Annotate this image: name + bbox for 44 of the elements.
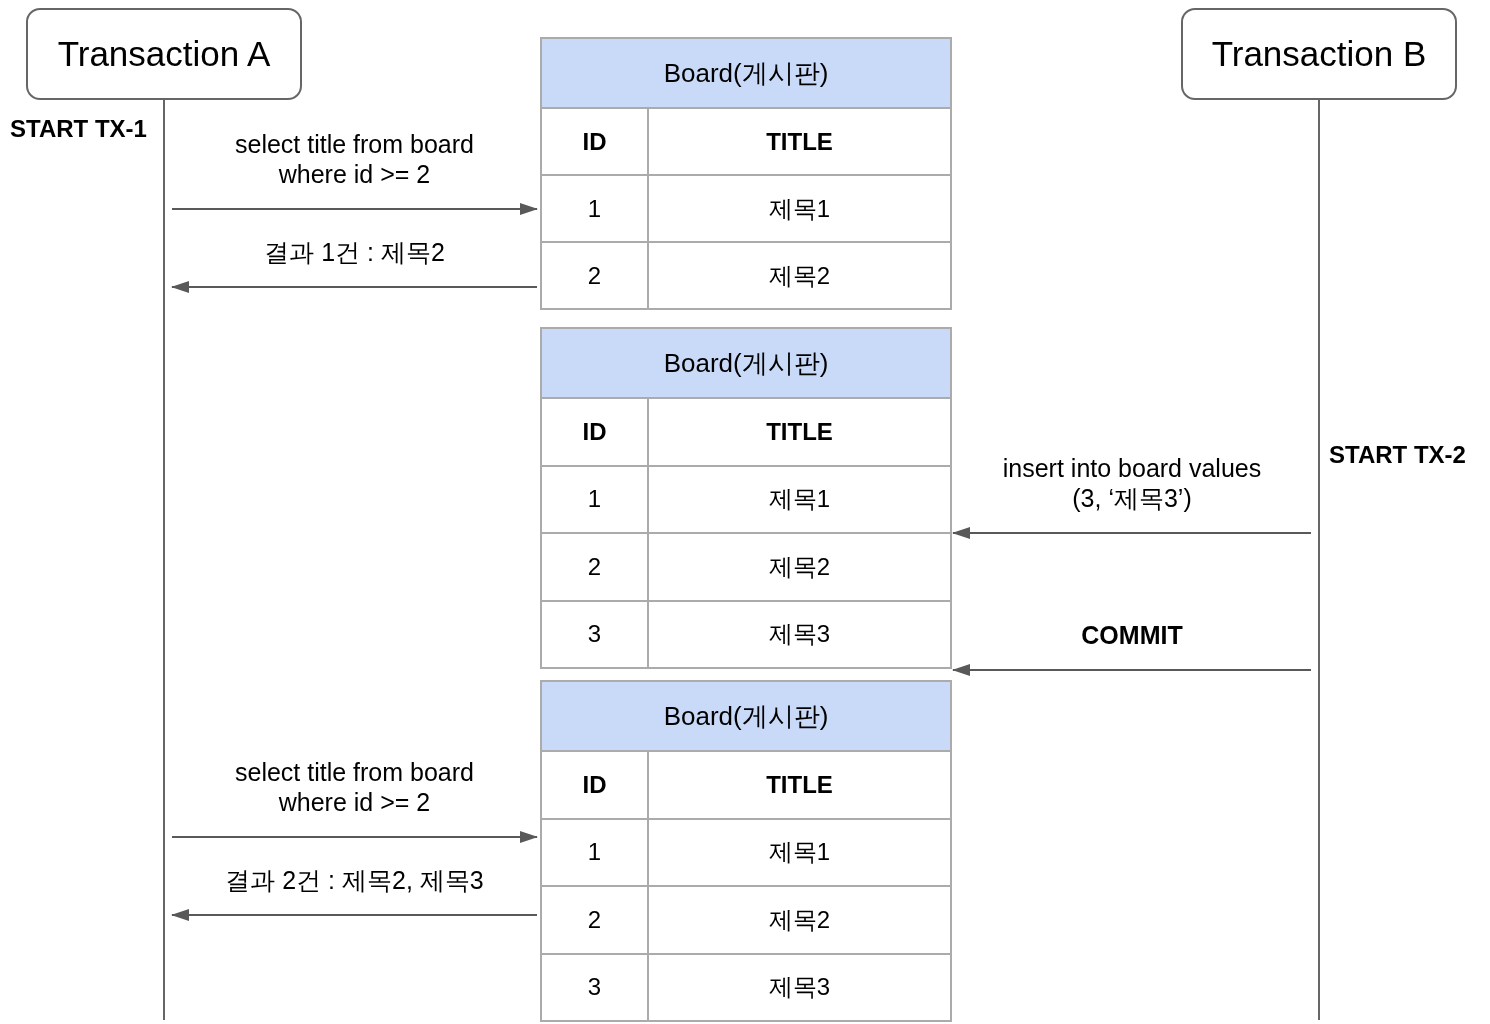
arrow xyxy=(171,281,538,293)
table-cell: 제목3 xyxy=(648,600,951,668)
table-cell: 2 xyxy=(541,533,648,601)
table-cell: 1 xyxy=(541,465,648,533)
table-cell: 제목2 xyxy=(648,242,951,309)
column-header: TITLE xyxy=(648,108,951,175)
table-cell: 3 xyxy=(541,953,648,1021)
column-header: ID xyxy=(541,751,648,819)
edge-label: select title from board where id >= 2 xyxy=(234,129,475,189)
table xyxy=(540,327,952,669)
participant-name: Transaction A xyxy=(57,34,271,74)
table-cell: 제목2 xyxy=(648,886,951,954)
table-cell: 제목2 xyxy=(648,533,951,601)
column-header: ID xyxy=(541,398,648,466)
arrow xyxy=(952,664,1312,676)
column-header: TITLE xyxy=(648,398,951,466)
arrow xyxy=(171,203,538,215)
table-title: Board(게시판) xyxy=(541,681,951,751)
table-cell: 2 xyxy=(541,886,648,954)
table-cell: 제목1 xyxy=(648,818,951,886)
table-cell: 1 xyxy=(541,818,648,886)
arrow xyxy=(952,527,1312,539)
edge-label: COMMIT xyxy=(1080,620,1184,650)
participant-name: Transaction B xyxy=(1211,34,1427,74)
table-cell: 제목1 xyxy=(648,175,951,242)
table-title: Board(게시판) xyxy=(541,38,951,108)
arrow xyxy=(171,909,538,921)
column-header: ID xyxy=(541,108,648,175)
table-cell: 3 xyxy=(541,600,648,668)
table xyxy=(540,37,952,310)
table-cell: 1 xyxy=(541,175,648,242)
arrow xyxy=(171,831,538,843)
table xyxy=(540,680,952,1022)
table-cell: 제목1 xyxy=(648,465,951,533)
table-title: Board(게시판) xyxy=(541,328,951,398)
table-cell: 2 xyxy=(541,242,648,309)
lifeline-note: START TX-1 xyxy=(10,114,147,144)
edge-label: 결과 2건 : 제목2, 제목3 xyxy=(224,865,485,895)
lifeline-note: START TX-2 xyxy=(1329,440,1466,470)
edge-label: insert into board values (3, ‘제목3’) xyxy=(1001,453,1263,513)
column-header: TITLE xyxy=(648,751,951,819)
edge-label: select title from board where id >= 2 xyxy=(234,757,475,817)
edge-label: 결과 1건 : 제목2 xyxy=(263,237,446,267)
table-cell: 제목3 xyxy=(648,953,951,1021)
